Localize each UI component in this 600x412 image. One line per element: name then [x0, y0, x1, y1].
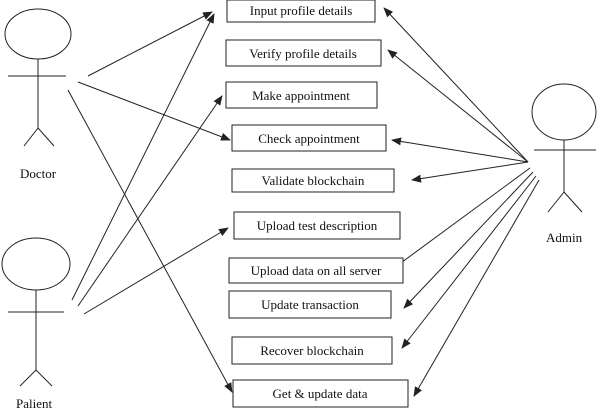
- use-case-3: Check appointment: [231, 124, 387, 152]
- association-admin-to-use-case-4: [411, 161, 529, 183]
- use-case-label: Recover blockchain: [260, 343, 364, 358]
- admin-left-leg: [547, 191, 565, 213]
- association-doctor-to-use-case-3: [77, 81, 231, 141]
- use-case-0: Input profile details: [226, 0, 376, 23]
- use-case-9: Get & update data: [232, 379, 409, 408]
- use-case-8: Recover blockchain: [231, 336, 393, 365]
- association-admin-to-use-case-6: [393, 167, 531, 269]
- use-case-label: Upload data on all server: [251, 263, 382, 278]
- use-case-6: Upload data on all server: [228, 257, 404, 284]
- use-case-label: Verify profile details: [249, 46, 357, 61]
- use-case-label: Validate blockchain: [262, 173, 365, 188]
- association-admin-to-use-case-7: [403, 171, 534, 309]
- doctor-right-leg: [37, 127, 55, 147]
- association-doctor-to-use-case-9: [67, 89, 233, 393]
- actor-admin: Admin: [531, 83, 597, 245]
- use-case-label: Get & update data: [273, 386, 368, 401]
- association-patient-to-use-case-2: [77, 95, 223, 307]
- doctor-head: [4, 8, 72, 60]
- association-admin-to-use-case-9: [413, 179, 540, 397]
- use-case-label: Update transaction: [261, 297, 359, 312]
- use-case-label: Input profile details: [250, 3, 353, 18]
- actor-patient: Palient: [1, 237, 71, 411]
- association-admin-to-use-case-0: [383, 7, 529, 163]
- doctor-left-leg: [23, 127, 39, 147]
- use-case-7: Update transaction: [228, 290, 392, 319]
- association-admin-to-use-case-3: [391, 137, 529, 163]
- association-admin-to-use-case-8: [401, 175, 537, 349]
- use-case-1: Verify profile details: [225, 39, 382, 67]
- patient-right-leg: [35, 369, 53, 387]
- use-case-2: Make appointment: [225, 81, 378, 109]
- association-patient-to-use-case-5: [83, 227, 229, 315]
- use-case-4: Validate blockchain: [231, 168, 395, 193]
- actor-doctor: Doctor: [4, 8, 72, 181]
- association-patient-to-use-case-0: [71, 13, 215, 301]
- admin-right-leg: [563, 191, 583, 213]
- use-case-label: Upload test description: [257, 218, 378, 233]
- doctor-label: Doctor: [20, 166, 57, 181]
- association-admin-to-use-case-1: [387, 49, 529, 163]
- use-case-boxes: Input profile details Verify profile det…: [225, 0, 409, 408]
- use-case-5: Upload test description: [233, 211, 401, 240]
- patient-head: [1, 237, 71, 291]
- association-doctor-to-use-case-0: [87, 11, 213, 77]
- use-case-label: Make appointment: [252, 88, 350, 103]
- admin-head: [531, 83, 597, 141]
- patient-left-leg: [19, 369, 37, 387]
- use-case-label: Check appointment: [258, 131, 360, 146]
- admin-label: Admin: [546, 230, 583, 245]
- association-lines: [67, 7, 540, 397]
- patient-label: Palient: [16, 396, 52, 411]
